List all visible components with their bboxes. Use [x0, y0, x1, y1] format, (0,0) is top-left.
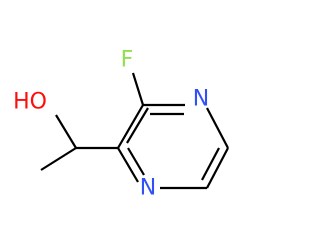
bond-c5-c6-double — [201, 147, 220, 181]
molecule-structure: HO F N N — [13, 48, 229, 201]
oxygen-label: HO — [13, 90, 47, 115]
bond-c2-c3-double — [126, 107, 149, 144]
bond-n1-c2-double — [127, 147, 145, 176]
atom-labels: HO F N N — [13, 48, 209, 201]
bonds — [40, 72, 229, 190]
bond-ch-oh — [55, 114, 77, 149]
fluorine-label: F — [121, 48, 134, 73]
bond-n1-c2 — [117, 147, 139, 183]
bond-n4-c5 — [206, 107, 229, 149]
nitrogen-bottom-label: N — [140, 176, 156, 201]
bond-c2-c3 — [117, 104, 144, 149]
bond-c5-c6 — [206, 147, 229, 189]
bond-methyl-ch — [40, 147, 77, 171]
bond-c3-f — [131, 72, 145, 106]
nitrogen-top-label: N — [193, 87, 209, 112]
